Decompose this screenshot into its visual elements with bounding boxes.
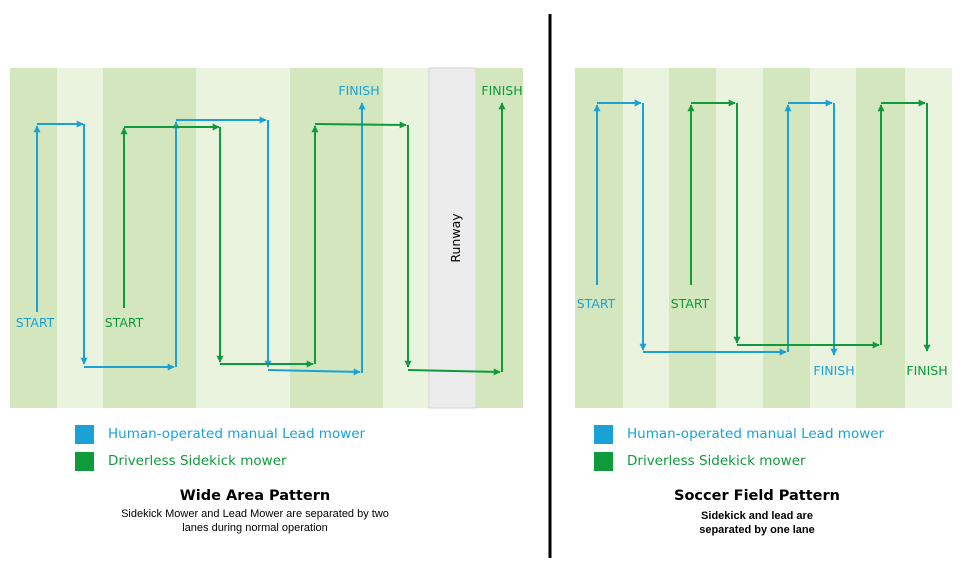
lane [763,68,810,408]
wide-area-subtitle-line2: lanes during normal operation [182,522,328,534]
lane [57,68,103,408]
soccer-sidekick-path [687,99,931,352]
soccer-lead-start-label: START [577,296,616,311]
wide-sidekick-start-label: START [105,315,144,330]
path-segment [314,121,407,129]
lead-color-swatch [75,424,94,444]
soccer-subtitle-line1: Sidekick and lead are [701,510,813,522]
lane [103,68,150,408]
sidekick-color-swatch [594,451,613,471]
soccer-legend-sidekick: Driverless Sidekick mower [594,451,806,471]
lane [243,68,290,408]
path-segment [407,368,501,376]
soccer-legend-lead: Human-operated manual Lead mower [594,424,884,444]
lane [383,68,429,408]
soccer-lead-finish-label: FINISH [813,363,854,378]
lane [575,68,623,408]
wide-sidekick-finish-label: FINISH [481,83,522,98]
legend-lead-label: Human-operated manual Lead mower [627,426,885,442]
wide-lead-start-label: START [16,315,55,330]
lead-color-swatch [594,424,613,444]
lane [336,68,383,408]
soccer-sidekick-finish-label: FINISH [906,363,947,378]
lane [290,68,336,408]
path-segment [267,368,361,376]
wide-legend-sidekick: Driverless Sidekick mower [75,451,287,471]
wide-lead-finish-label: FINISH [338,83,379,98]
runway-label: Runway [448,213,463,263]
soccer-field [575,68,952,408]
soccer-subtitle-line2: separated by one lane [699,524,815,536]
wide-lead-path [33,102,366,376]
legend-sidekick-label: Driverless Sidekick mower [627,453,806,469]
wide-area-field [10,67,523,409]
lane [10,68,57,408]
legend-sidekick-label: Driverless Sidekick mower [108,453,287,469]
legend-lead-label: Human-operated manual Lead mower [108,426,366,442]
wide-legend-lead: Human-operated manual Lead mower [75,424,365,444]
wide-area-title: Wide Area Pattern [179,488,331,504]
soccer-sidekick-start-label: START [671,296,710,311]
soccer-title: Soccer Field Pattern [674,488,840,504]
sidekick-color-swatch [75,451,94,471]
soccer-lead-path [593,99,838,356]
lane [623,68,669,408]
wide-area-subtitle-line1: Sidekick Mower and Lead Mower are separa… [121,508,389,520]
wide-sidekick-path [120,102,506,376]
lane [716,68,763,408]
lane [905,68,952,408]
soccer-caption: Soccer Field Pattern Sidekick and lead a… [637,488,877,537]
wide-area-caption: Wide Area Pattern Sidekick Mower and Lea… [95,488,415,535]
lane [669,68,716,408]
lane [476,68,523,408]
